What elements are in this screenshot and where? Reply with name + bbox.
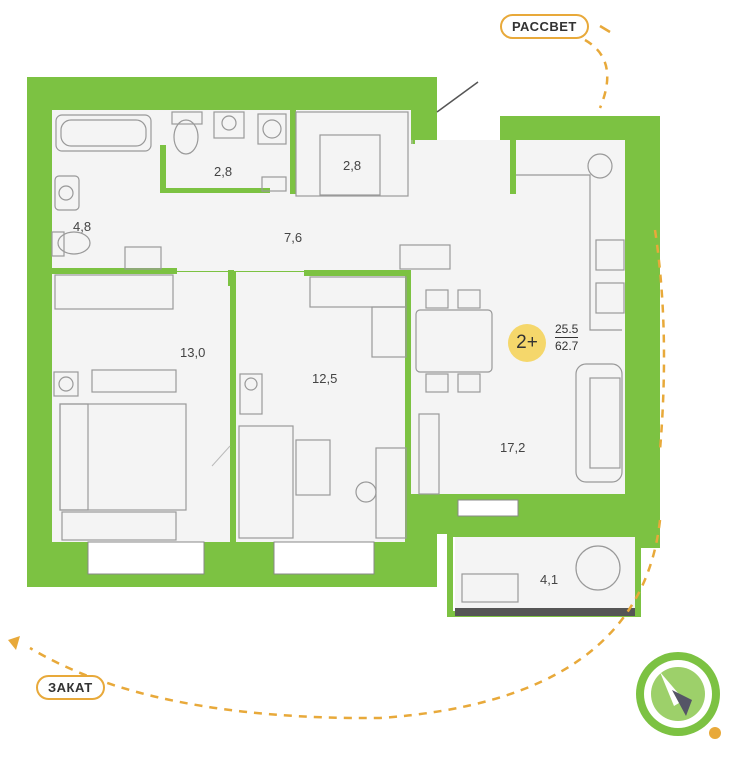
furniture [51, 111, 625, 603]
fraction-line [555, 337, 579, 338]
room-area-kitchen-living: 17,2 [500, 440, 526, 455]
room-area-hallway: 7,6 [284, 230, 303, 245]
compass-icon [636, 652, 721, 739]
room-area-balcony: 4,1 [540, 572, 559, 587]
partitions [52, 110, 516, 542]
sunset-badge: ЗАКАТ [36, 675, 105, 700]
room-area-toilet: 2,8 [214, 164, 233, 179]
living-area: 25.5 [555, 322, 579, 336]
area-fraction: 25.5 62.7 [555, 322, 579, 353]
sunrise-arc [584, 38, 609, 109]
total-area: 62.7 [555, 339, 579, 353]
room-area-bathroom: 4,8 [73, 219, 92, 234]
apartment-type-badge: 2+ [508, 324, 546, 362]
room-area-room2: 12,5 [312, 371, 338, 386]
room-area-bedroom: 13,0 [180, 345, 206, 360]
sunrise-badge: РАССВЕТ [500, 14, 589, 39]
room-area-wardrobe: 2,8 [343, 158, 362, 173]
